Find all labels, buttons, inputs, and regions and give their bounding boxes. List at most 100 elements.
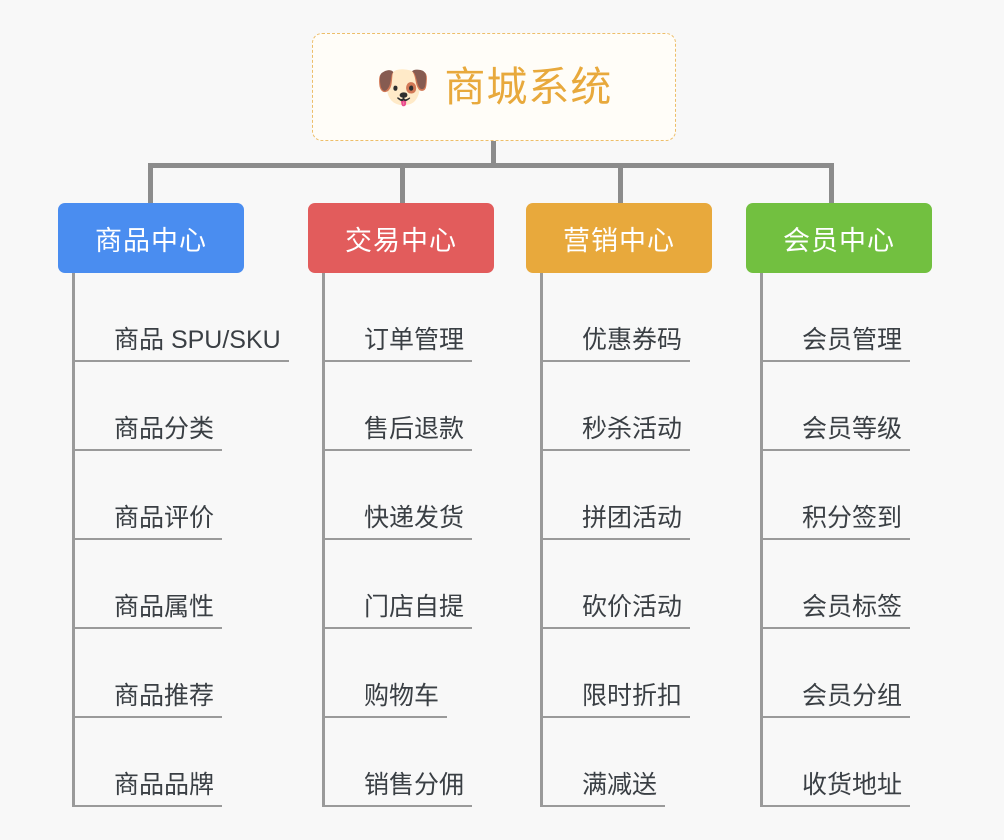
- leaf-item-underline: [72, 716, 222, 718]
- leaf-item[interactable]: 收货地址: [760, 718, 966, 807]
- leaf-item-label: 门店自提: [364, 592, 465, 621]
- leaf-item[interactable]: 满减送: [540, 718, 746, 807]
- leaf-item-underline: [760, 538, 910, 540]
- leaf-item-label: 商品评价: [114, 503, 215, 532]
- leaf-item-label: 订单管理: [364, 325, 465, 354]
- leaf-item-underline: [322, 538, 472, 540]
- leaf-list-marketing-center: 优惠券码秒杀活动拼团活动砍价活动限时折扣满减送: [540, 273, 746, 807]
- category-header-label: 商品中心: [95, 225, 207, 256]
- leaf-item-underline: [72, 360, 289, 362]
- leaf-item-label: 满减送: [582, 770, 658, 799]
- leaf-item[interactable]: 积分签到: [760, 451, 966, 540]
- leaf-item-label: 砍价活动: [582, 592, 683, 621]
- leaf-item-label: 优惠券码: [582, 325, 683, 354]
- leaf-item-label: 秒杀活动: [582, 414, 683, 443]
- connector-root-stem: [491, 141, 496, 165]
- leaf-item-underline: [760, 627, 910, 629]
- leaf-item[interactable]: 商品品牌: [72, 718, 278, 807]
- category-header-member-center[interactable]: 会员中心: [746, 203, 932, 273]
- connector-drop-product-center: [148, 163, 153, 203]
- connector-drop-marketing-center: [618, 163, 623, 203]
- root-node[interactable]: 🐶 商城系统: [312, 33, 676, 141]
- leaf-item-underline: [540, 716, 690, 718]
- connector-drop-member-center: [829, 163, 834, 203]
- leaf-item-underline: [322, 360, 472, 362]
- leaf-item-underline: [540, 805, 665, 807]
- leaf-item[interactable]: 商品评价: [72, 451, 278, 540]
- leaf-item-underline: [540, 360, 690, 362]
- leaf-item[interactable]: 商品推荐: [72, 629, 278, 718]
- leaf-item-underline: [72, 449, 222, 451]
- leaf-item-label: 售后退款: [364, 414, 465, 443]
- connector-drop-trade-center: [400, 163, 405, 203]
- leaf-item-underline: [540, 627, 690, 629]
- connector-trunk-member-center: [760, 273, 763, 807]
- leaf-item-label: 会员标签: [802, 592, 903, 621]
- leaf-item-label: 商品分类: [114, 414, 215, 443]
- leaf-item[interactable]: 限时折扣: [540, 629, 746, 718]
- leaf-item-label: 拼团活动: [582, 503, 683, 532]
- column-member-center: 会员中心会员管理会员等级积分签到会员标签会员分组收货地址: [746, 203, 966, 807]
- leaf-item[interactable]: 砍价活动: [540, 540, 746, 629]
- leaf-item-label: 商品 SPU/SKU: [114, 325, 281, 354]
- leaf-item-label: 商品品牌: [114, 770, 215, 799]
- leaf-item[interactable]: 快递发货: [322, 451, 528, 540]
- leaf-item-label: 商品推荐: [114, 681, 215, 710]
- leaf-item-label: 销售分佣: [364, 770, 465, 799]
- leaf-item[interactable]: 订单管理: [322, 273, 528, 362]
- category-header-label: 会员中心: [783, 225, 895, 256]
- leaf-item-label: 购物车: [364, 681, 440, 710]
- category-header-marketing-center[interactable]: 营销中心: [526, 203, 712, 273]
- dog-face-icon: 🐶: [375, 63, 431, 112]
- column-marketing-center: 营销中心优惠券码秒杀活动拼团活动砍价活动限时折扣满减送: [526, 203, 746, 807]
- leaf-item-underline: [322, 627, 472, 629]
- category-header-label: 营销中心: [563, 225, 675, 256]
- leaf-item[interactable]: 会员管理: [760, 273, 966, 362]
- leaf-list-member-center: 会员管理会员等级积分签到会员标签会员分组收货地址: [760, 273, 966, 807]
- category-header-label: 交易中心: [345, 225, 457, 256]
- leaf-list-product-center: 商品 SPU/SKU 商品分类商品评价商品属性商品推荐商品品牌: [72, 273, 289, 807]
- column-product-center: 商品中心商品 SPU/SKU 商品分类商品评价商品属性商品推荐商品品牌: [58, 203, 289, 807]
- connector-horizontal-bus: [148, 163, 832, 168]
- leaf-item-label: 会员管理: [802, 325, 903, 354]
- leaf-item-label: 收货地址: [802, 770, 903, 799]
- connector-trunk-trade-center: [322, 273, 325, 807]
- leaf-item-label: 商品属性: [114, 592, 215, 621]
- leaf-item-underline: [760, 449, 910, 451]
- leaf-item[interactable]: 拼团活动: [540, 451, 746, 540]
- leaf-item-underline: [72, 538, 222, 540]
- category-header-trade-center[interactable]: 交易中心: [308, 203, 494, 273]
- column-trade-center: 交易中心订单管理售后退款快递发货门店自提购物车销售分佣: [308, 203, 528, 807]
- leaf-item[interactable]: 购物车: [322, 629, 528, 718]
- leaf-item-label: 积分签到: [802, 503, 903, 532]
- category-header-product-center[interactable]: 商品中心: [58, 203, 244, 273]
- leaf-item-label: 会员分组: [802, 681, 903, 710]
- leaf-item-underline: [540, 538, 690, 540]
- leaf-item-underline: [72, 805, 222, 807]
- leaf-item[interactable]: 会员等级: [760, 362, 966, 451]
- leaf-item-underline: [760, 716, 910, 718]
- leaf-item[interactable]: 会员分组: [760, 629, 966, 718]
- leaf-item-underline: [540, 449, 690, 451]
- leaf-item-label: 限时折扣: [582, 681, 683, 710]
- leaf-item[interactable]: 秒杀活动: [540, 362, 746, 451]
- leaf-item-label: 会员等级: [802, 414, 903, 443]
- leaf-item[interactable]: 销售分佣: [322, 718, 528, 807]
- leaf-item[interactable]: 商品分类: [72, 362, 278, 451]
- leaf-item-underline: [322, 449, 472, 451]
- leaf-item-underline: [322, 716, 447, 718]
- leaf-item[interactable]: 商品属性: [72, 540, 278, 629]
- leaf-item[interactable]: 门店自提: [322, 540, 528, 629]
- root-title: 商城系统: [444, 63, 613, 110]
- leaf-item-label: 快递发货: [364, 503, 465, 532]
- connector-trunk-marketing-center: [540, 273, 543, 807]
- leaf-list-trade-center: 订单管理售后退款快递发货门店自提购物车销售分佣: [322, 273, 528, 807]
- leaf-item[interactable]: 会员标签: [760, 540, 966, 629]
- connector-trunk-product-center: [72, 273, 75, 807]
- leaf-item[interactable]: 商品 SPU/SKU: [72, 273, 289, 362]
- leaf-item[interactable]: 优惠券码: [540, 273, 746, 362]
- leaf-item[interactable]: 售后退款: [322, 362, 528, 451]
- leaf-item-underline: [760, 805, 910, 807]
- leaf-item-underline: [322, 805, 472, 807]
